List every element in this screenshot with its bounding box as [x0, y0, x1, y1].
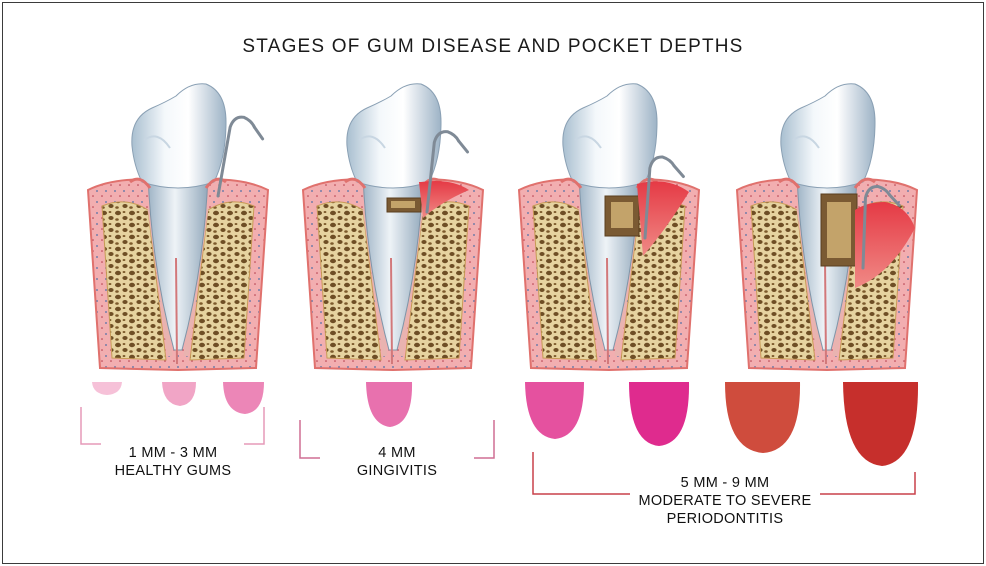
- pocket-shape-8: [843, 382, 919, 466]
- healthy-name: HEALTHY GUMS: [114, 463, 232, 479]
- periodontitis-label: 5 MM - 9 MM MODERATE TO SEVERE PERIODONT…: [630, 474, 820, 528]
- periodontitis-name-line2: PERIODONTITIS: [666, 511, 784, 527]
- healthy-label: 1 MM - 3 MM HEALTHY GUMS: [96, 444, 250, 480]
- periodontitis-name-line1: MODERATE TO SEVERE: [638, 493, 812, 509]
- gingivitis-tooth-illustration: [303, 84, 483, 370]
- healthy-depth: 1 MM - 3 MM: [128, 445, 218, 461]
- moderate-periodontitis-tooth-illustration: [519, 84, 699, 370]
- bracket-periodontitis: [532, 452, 916, 495]
- pocket-shape-1: [92, 382, 122, 395]
- pocket-shape-5: [525, 382, 584, 439]
- gingivitis-name: GINGIVITIS: [356, 463, 438, 479]
- bracket-gingivitis: [299, 420, 495, 459]
- healthy-tooth-illustration: [88, 84, 268, 370]
- pocket-shape-3: [223, 382, 264, 414]
- pocket-shape-4: [366, 382, 413, 427]
- pocket-shape-7: [725, 382, 801, 453]
- bracket-healthy: [80, 407, 265, 445]
- gingivitis-label: 4 MM GINGIVITIS: [330, 444, 464, 480]
- pocket-depth-shapes: [92, 382, 919, 466]
- pocket-shape-6: [629, 382, 690, 446]
- severe-periodontitis-tooth-illustration: [737, 84, 917, 370]
- gingivitis-depth: 4 MM: [378, 445, 416, 461]
- periodontitis-depth: 5 MM - 9 MM: [680, 475, 770, 491]
- page-title: STAGES OF GUM DISEASE AND POCKET DEPTHS: [242, 36, 744, 57]
- pocket-shape-2: [162, 382, 196, 406]
